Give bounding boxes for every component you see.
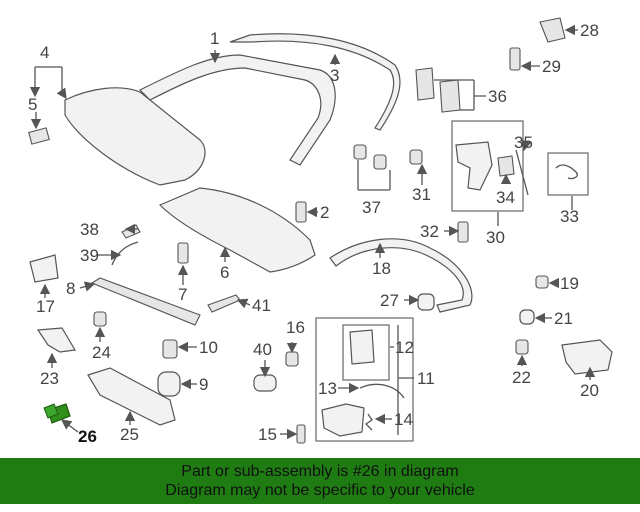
part-30-hinge [455, 141, 493, 191]
part-20-block [561, 339, 613, 375]
callout-25: 25 [120, 425, 139, 444]
part-36-bracket-a [415, 67, 435, 101]
callout-24: 24 [92, 343, 111, 362]
callout-8: 8 [66, 279, 75, 298]
group-12-box [342, 324, 390, 381]
callout-32: 32 [420, 222, 439, 241]
callout-21: 21 [554, 309, 573, 328]
part-10-bolt [162, 339, 178, 359]
callout-7: 7 [178, 285, 187, 304]
banner-line-2: Diagram may not be specific to your vehi… [165, 482, 475, 499]
part-22-screw [515, 339, 529, 355]
part-32-bolt [457, 221, 469, 243]
part-18-rail [329, 238, 473, 313]
callout-40: 40 [253, 340, 272, 359]
callout-27: 27 [380, 291, 399, 310]
callout-6: 6 [220, 263, 229, 282]
callout-1: 1 [210, 29, 219, 48]
group-33-box [547, 152, 589, 196]
info-banner: Part or sub-assembly is #26 in diagram D… [0, 458, 640, 504]
callout-16: 16 [286, 318, 305, 337]
part-21-cap [519, 309, 535, 325]
callout-2: 2 [320, 203, 329, 222]
callout-30: 30 [486, 228, 505, 247]
exploded-parts-diagram: 1 2 3 4 5 6 7 8 9 10 11 12 13 14 15 16 1… [28, 17, 613, 446]
callout-23: 23 [40, 369, 59, 388]
callout-5: 5 [28, 95, 37, 114]
callout-35: 35 [514, 133, 533, 152]
part-40-grommet [253, 374, 277, 392]
part-17-latch [29, 254, 59, 283]
callout-9: 9 [199, 375, 208, 394]
part-27-cap [417, 293, 435, 311]
callout-22: 22 [512, 368, 531, 387]
part-29-bolt [509, 47, 521, 71]
callout-14: 14 [394, 410, 413, 429]
part-19-cap [535, 275, 549, 289]
part-6-tray [158, 187, 316, 273]
part-12-latch [349, 329, 375, 365]
part-36-bracket-b [439, 79, 461, 113]
part-41-trim [207, 294, 241, 313]
part-37-screw-b [373, 154, 387, 170]
part-28-plate [539, 17, 566, 43]
callout-17: 17 [36, 297, 55, 316]
callout-37: 37 [362, 198, 381, 217]
part-34-bracket [497, 155, 515, 177]
banner-line-1: Part or sub-assembly is #26 in diagram [181, 463, 459, 480]
part-16-screw [285, 351, 299, 367]
part-35-strut [515, 149, 529, 196]
leader-lines [29, 24, 596, 440]
part-24-screw [93, 311, 107, 327]
callout-26: 26 [78, 427, 97, 446]
part-14-spring [364, 413, 373, 431]
callout-11: 11 [417, 369, 435, 388]
part-25-carrier [87, 367, 176, 426]
callout-33: 33 [560, 207, 579, 226]
group-11-box [315, 317, 414, 442]
callout-3: 3 [330, 66, 339, 85]
group-30-box [451, 120, 524, 212]
part-26-screw-head [43, 403, 59, 419]
callout-31: 31 [412, 185, 431, 204]
part-2-bolt [295, 201, 307, 223]
part-3-weatherstrip [229, 33, 401, 131]
part-39-hose [111, 241, 139, 266]
part-38-clip [121, 224, 141, 239]
callout-41: 41 [252, 296, 271, 315]
callout-15: 15 [258, 425, 277, 444]
callout-29: 29 [542, 57, 561, 76]
part-13-cable [359, 383, 405, 399]
part-33-spring [555, 164, 578, 180]
callout-28: 28 [580, 21, 599, 40]
callout-13: 13 [318, 379, 337, 398]
callout-19: 19 [560, 274, 579, 293]
callout-10: 10 [199, 338, 218, 357]
callout-34: 34 [496, 188, 515, 207]
callout-18: 18 [372, 259, 391, 278]
callout-38: 38 [80, 220, 99, 239]
part-23-bracket [36, 327, 76, 353]
callout-numbers: 1 2 3 4 5 6 7 8 9 10 11 12 13 14 15 16 1… [28, 21, 599, 446]
part-7-bolt [177, 242, 189, 264]
part-5-label [28, 127, 50, 145]
part-8-strip [90, 277, 201, 326]
callout-4: 4 [40, 43, 49, 62]
part-15-screw [296, 424, 306, 444]
part-31-screw [409, 149, 423, 165]
part-4-panel [64, 87, 206, 186]
part-11-mechanism [321, 403, 365, 437]
part-9-bushing [157, 371, 181, 397]
callout-39: 39 [80, 246, 99, 265]
part-37-screw-a [353, 144, 367, 160]
callout-12: 12 [395, 338, 414, 357]
callout-36: 36 [488, 87, 507, 106]
callout-20: 20 [580, 381, 599, 400]
